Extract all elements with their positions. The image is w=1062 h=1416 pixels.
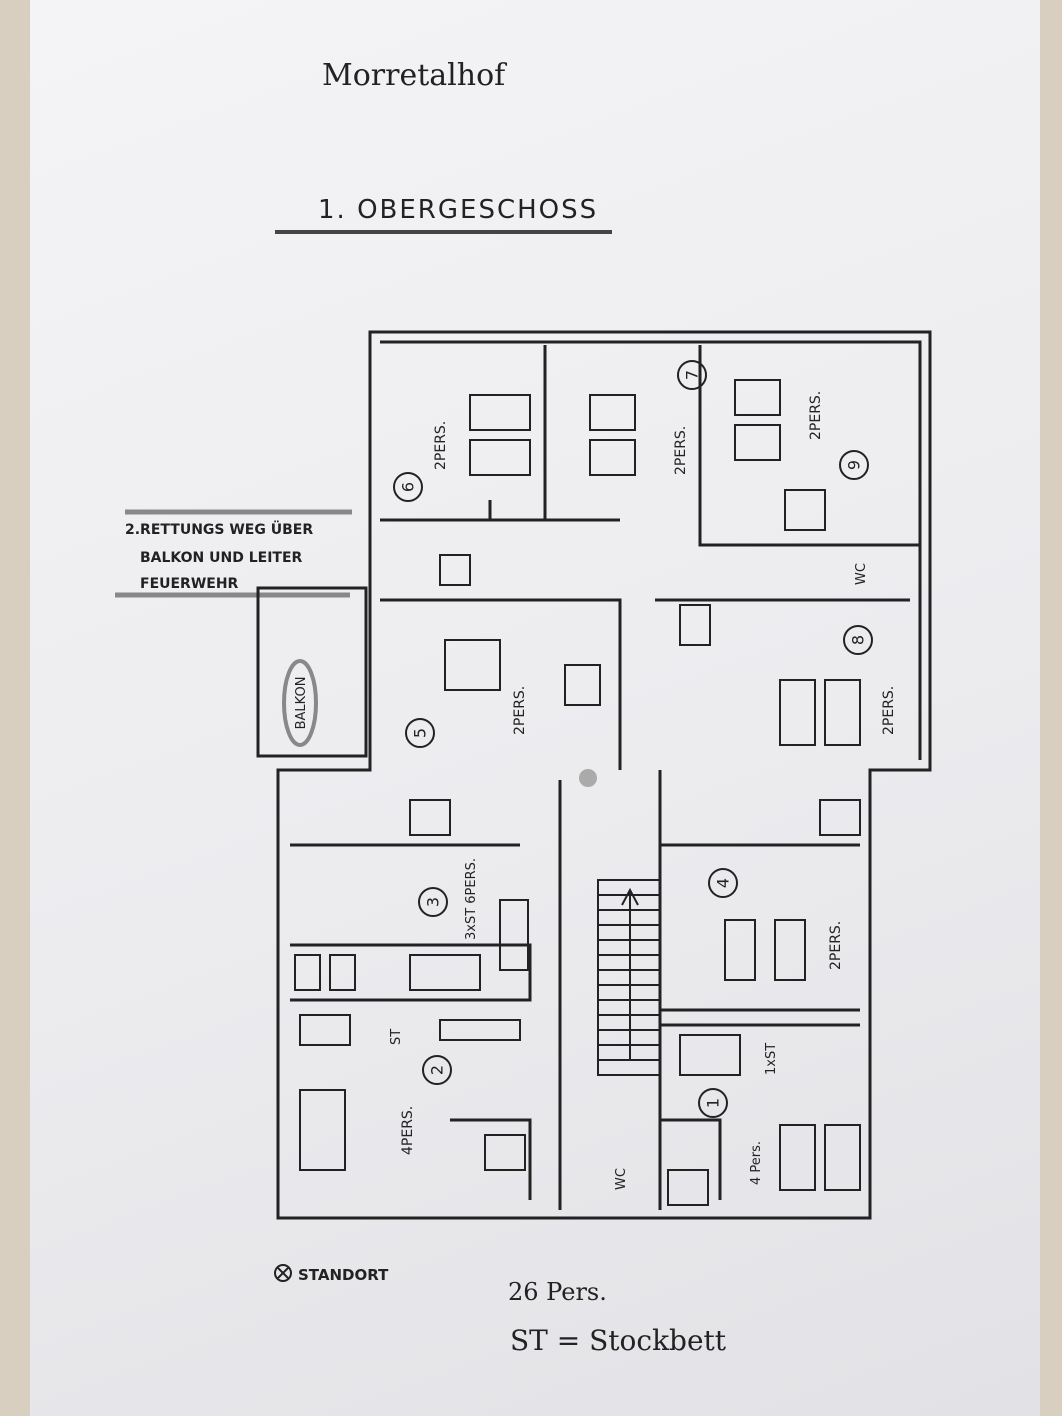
room-capacity: 2PERS. [828,921,844,970]
room-8: 8 2PERS. [843,625,897,735]
plan-title: Morretalhof [322,58,507,93]
legend: STANDORT 26 Pers. ST = Stockbett [274,1264,727,1357]
wc-label: WC [854,563,869,585]
room-capacity: 2PERS. [512,686,528,735]
room-number: 3 [424,897,443,907]
total-persons: 26 Pers. [508,1278,607,1306]
room-capacity: 4PERS. [400,1106,416,1155]
building-walls [256,330,932,1220]
room-number: 9 [845,460,864,470]
rescue-note-line-1: 2.RETTUNGS WEG ÜBER [125,520,313,538]
room-5: 5 2PERS. [405,686,528,748]
room-7: 7 2PERS. [673,360,707,475]
room-number: 5 [411,728,430,738]
room-capacity: 2PERS. [881,686,897,735]
balcony: BALKON [282,659,318,747]
room-9: 9 2PERS. [808,391,869,480]
floor-heading: 1. OBERGESCHOSS [318,195,598,225]
rescue-note-line-3: FEUERWEHR [140,576,239,592]
room-4: 4 2PERS. [708,868,844,970]
abbreviation-note: ST = Stockbett [510,1324,727,1357]
room-number: 4 [714,878,733,888]
room-2: 2 4PERS. ST [389,1029,452,1155]
room-3: 3 3xST 6PERS. [418,858,479,940]
furniture [294,379,861,1206]
room-6: 6 2PERS. [393,421,449,502]
bunk-note: ST [389,1029,404,1045]
paper-sheet [30,0,1040,1416]
room-number: 8 [849,635,868,645]
balcony-label: BALKON [294,677,309,730]
room-capacity: 4 Pers. [749,1141,764,1185]
standort-label: STANDORT [298,1266,389,1284]
room-capacity: 2PERS. [673,426,689,475]
room-number: 1 [704,1098,723,1108]
standort-icon [274,1264,292,1282]
room-capacity: 3xST 6PERS. [464,858,479,940]
room-capacity: 2PERS. [433,421,449,470]
rescue-note-line-2: BALKON UND LEITER [140,550,303,566]
bunk-note: 1xST [764,1043,779,1075]
room-number: 7 [683,370,702,380]
room-number: 6 [399,482,418,492]
room-capacity: 2PERS. [808,391,824,440]
wc-label: WC [614,1168,629,1190]
standort-marker [579,769,597,787]
room-number: 2 [428,1065,447,1075]
room-1: 1 4 Pers. 1xST [698,1043,779,1185]
